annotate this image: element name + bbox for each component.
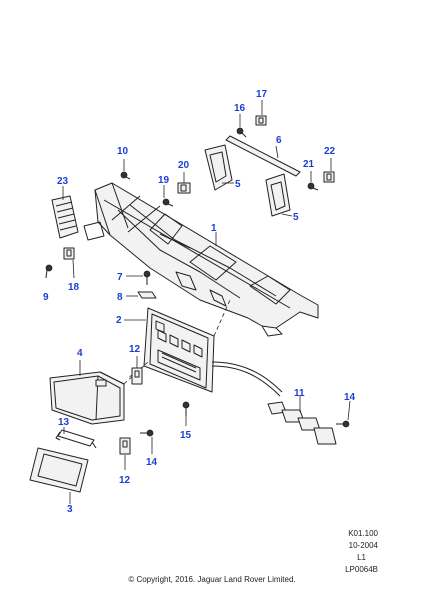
callout-23: 23 <box>57 176 69 187</box>
screw-7 <box>143 270 151 285</box>
callout-2: 2 <box>116 315 122 326</box>
storage-tray <box>49 371 125 425</box>
callout-16: 16 <box>234 103 246 114</box>
spring-clip <box>55 429 97 449</box>
side-bracket-lower <box>265 173 291 217</box>
vent-grille <box>51 195 79 239</box>
reference-level: L1 <box>357 553 366 562</box>
clip-22 <box>323 171 335 183</box>
side-bracket-upper <box>204 144 233 191</box>
clip-20 <box>177 182 191 194</box>
screw-14-lower <box>140 429 154 437</box>
fascia-frame <box>83 182 319 337</box>
copyright-notice: © Copyright, 2016. Jaguar Land Rover Lim… <box>128 575 296 584</box>
callout-5a: 5 <box>235 179 241 190</box>
control-panel <box>143 307 215 393</box>
bezel-surround <box>29 447 89 493</box>
screw-10 <box>120 171 131 180</box>
connector-harness <box>267 401 337 445</box>
clip-17 <box>255 115 267 126</box>
clip-18 <box>63 247 75 260</box>
callout-22: 22 <box>324 146 336 157</box>
callout-5b: 5 <box>293 212 299 223</box>
callout-13: 13 <box>58 417 70 428</box>
callout-10: 10 <box>117 146 129 157</box>
illustration-number: LP0064B <box>345 565 378 574</box>
callout-21: 21 <box>303 159 315 170</box>
screw-21 <box>307 182 319 191</box>
callout-9: 9 <box>43 292 49 303</box>
trim-strip <box>225 135 301 177</box>
callout-17: 17 <box>256 89 268 100</box>
callout-3: 3 <box>67 504 73 515</box>
screw-16 <box>236 127 247 138</box>
callout-12b: 12 <box>119 475 131 486</box>
callout-14a: 14 <box>344 392 356 403</box>
callout-6: 6 <box>276 135 282 146</box>
callout-19: 19 <box>158 175 170 186</box>
reference-code: K01.100 <box>348 529 378 538</box>
nut-8 <box>137 291 157 299</box>
callout-4: 4 <box>77 348 83 359</box>
callout-1: 1 <box>211 223 217 234</box>
callout-15: 15 <box>180 430 192 441</box>
screw-9 <box>45 264 53 279</box>
callout-8: 8 <box>117 292 123 303</box>
callout-11: 11 <box>294 388 305 399</box>
callout-20: 20 <box>178 160 190 171</box>
clip-12-upper <box>131 367 143 385</box>
reference-date: 10-2004 <box>348 541 378 550</box>
screw-19 <box>162 198 174 207</box>
clip-12-lower <box>119 437 131 455</box>
callout-12a: 12 <box>129 344 141 355</box>
callout-18: 18 <box>68 282 80 293</box>
screw-14-right <box>336 420 350 428</box>
screw-15 <box>182 401 190 416</box>
callout-14b: 14 <box>146 457 158 468</box>
callout-7: 7 <box>117 272 123 283</box>
